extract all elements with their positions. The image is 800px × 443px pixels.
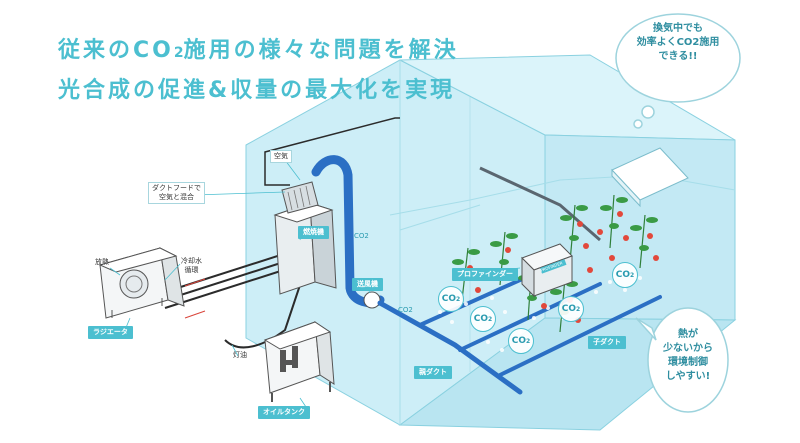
- bubble-right-line-4: しやすい!: [665, 371, 711, 382]
- duct-hood-note-line-1: ダクトフードで: [152, 184, 201, 192]
- co2-badge-sub: 2: [488, 315, 493, 323]
- gas-text-pre: CO: [354, 232, 365, 240]
- blower-fan: [363, 291, 381, 309]
- bubble-top-line-2: 効率よくCO2施用: [636, 37, 720, 48]
- thought-bubble-top: [615, 13, 741, 129]
- blower-tag: 送風機: [352, 278, 383, 291]
- bubble-right-line-3: 環境制御: [668, 357, 708, 368]
- branch-duct-tag: 子ダクト: [588, 336, 626, 349]
- cooling-water-line-2: 循環: [184, 266, 199, 274]
- co2-badge-pre: CO: [615, 270, 631, 280]
- oil-tank-unit: [263, 321, 335, 402]
- burner-tag: 燃焼機: [298, 226, 329, 239]
- bubble-top-line-3: できる!!: [658, 51, 698, 62]
- roof-rail: [479, 166, 601, 242]
- radiator-tag: ラジエータ: [88, 326, 133, 339]
- co2-badge-sub: 2: [576, 305, 581, 313]
- co2-badge-sub: 2: [630, 271, 635, 279]
- gas-text-sub: 2: [364, 232, 369, 240]
- speech-bubble-right: [635, 307, 729, 413]
- headline-line-1-subscript: 2: [173, 45, 184, 61]
- air-note: 空気: [270, 150, 292, 163]
- bubble-right-line-2: 少ないから: [663, 343, 713, 354]
- roof-vent-window: [611, 147, 689, 208]
- bubble-top-text: 換気中でも 効率よくCO2施用 できる!!: [628, 22, 728, 64]
- cooling-water-line-1: 冷却水: [181, 257, 202, 265]
- headline-line-1-pre: 従来のCO: [58, 38, 174, 63]
- pro-finder-device: [521, 243, 573, 298]
- bubble-right-text: 熱が 少ないから 環境制御 しやすい!: [650, 328, 726, 384]
- oil-tank-tag: オイルタンク: [258, 406, 310, 419]
- gas-text-pre: CO: [398, 306, 409, 314]
- main-duct: [377, 300, 523, 395]
- air-intake-line: [264, 117, 400, 186]
- co2-text-riser: CO2: [354, 232, 369, 240]
- heat-release-note: 放熱: [95, 258, 109, 266]
- bubble-top-line-1: 換気中でも: [653, 23, 703, 34]
- co2-badge-pre: CO: [441, 294, 457, 304]
- co2-badge-sub: 2: [526, 337, 531, 345]
- kerosene-note: 灯油: [233, 351, 247, 359]
- headline-line-1: 従来のCO2施用の様々な問題を解決: [58, 32, 459, 64]
- cooling-water-note: 冷却水 循環: [178, 256, 205, 276]
- burner-unit: [273, 181, 337, 295]
- radiator-unit: [98, 247, 185, 319]
- co2-badge-pre: CO: [561, 304, 577, 314]
- kerosene-line: [224, 284, 301, 349]
- bubble-right-line-1: 熱が: [678, 329, 698, 340]
- pro-finder-tag: プロファインダー: [452, 268, 518, 281]
- flow-arrows: [184, 278, 206, 319]
- co2-badge-pre: CO: [473, 314, 489, 324]
- main-duct-tag: 親ダクト: [414, 366, 452, 379]
- co2-badge-sub: 2: [456, 295, 461, 303]
- headline-line-2: 光合成の促進&収量の最大化を実現: [58, 78, 456, 103]
- gas-text-sub: 2: [408, 306, 413, 314]
- duct-hood-note: ダクトフードで 空気と混合: [148, 182, 205, 204]
- headline-line-1-post: 施用の様々な問題を解決: [183, 38, 459, 63]
- co2-text-main: CO2: [398, 306, 413, 314]
- duct-hood-note-line-2: 空気と混合: [159, 193, 194, 201]
- co2-badge-pre: CO: [511, 336, 527, 346]
